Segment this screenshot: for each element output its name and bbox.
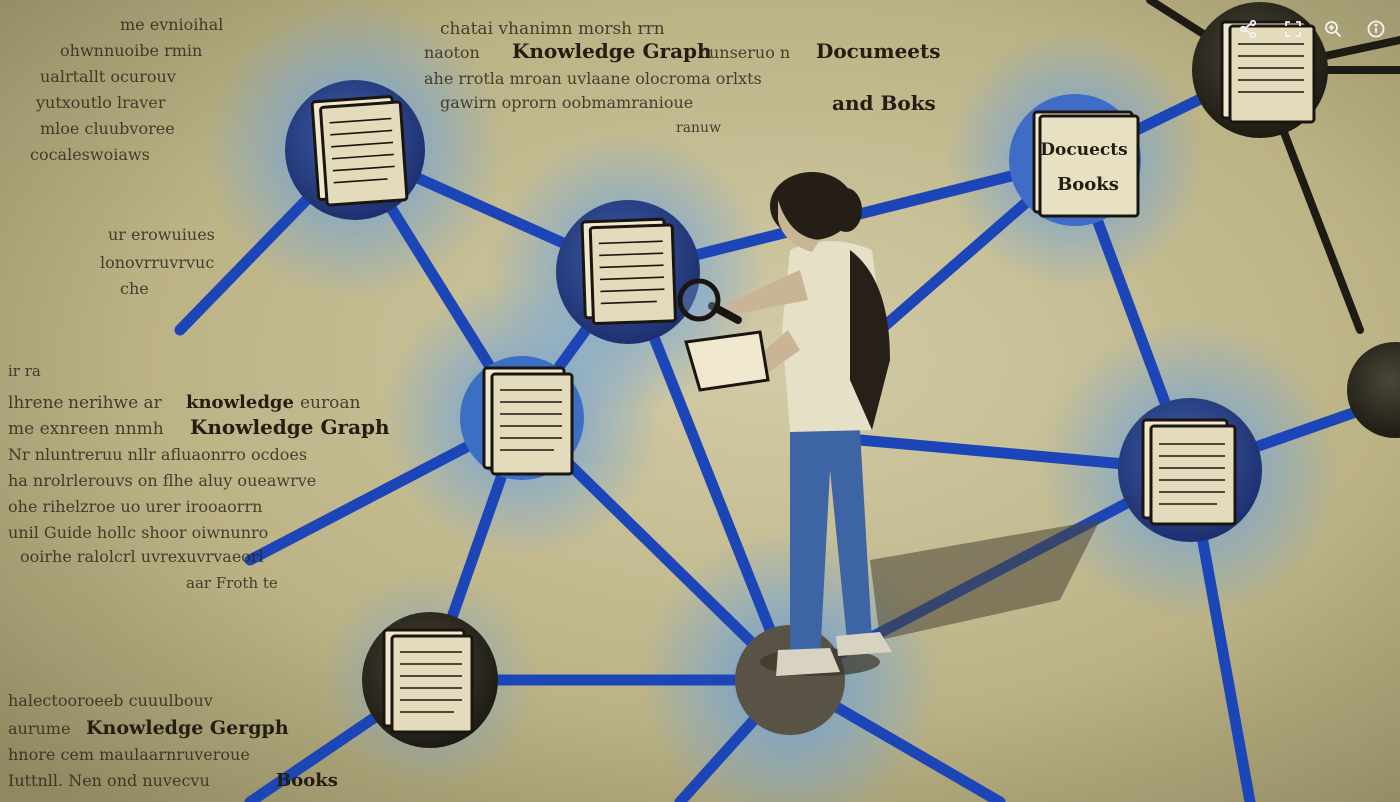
document-icons [310, 20, 1316, 734]
svg-text:Iuttnll. Nen ond nuvecvu: Iuttnll. Nen ond nuvecvu [8, 771, 210, 790]
svg-text:mloe cluubvoree: mloe cluubvoree [40, 119, 175, 138]
caption-top-left: me evnioihal ohwnnuoibe rmin ualrtallt o… [30, 15, 223, 298]
caption-top: chatai vhanimn morsh rrn naoton Knowledg… [424, 19, 941, 136]
info-icon [1367, 20, 1385, 38]
caption-bottom-left-heading: Knowledge Gergph [86, 717, 289, 739]
caption-mid-left-prefix: lhrene [8, 393, 64, 413]
svg-text:me exnreen nnmh: me exnreen nnmh [8, 419, 164, 439]
fullscreen-button[interactable] [1278, 14, 1308, 44]
svg-text:ualrtallt ocurouv: ualrtallt ocurouv [40, 67, 176, 86]
info-button[interactable] [1361, 14, 1391, 44]
svg-text:hnore cem maulaarnruveroue: hnore cem maulaarnruveroue [8, 745, 250, 764]
share-icon [1239, 19, 1257, 39]
svg-text:gawirn oprorn oobmamranioue: gawirn oprorn oobmamranioue [440, 93, 693, 112]
svg-text:yutxoutlo lraver: yutxoutlo lraver [35, 93, 166, 112]
svg-text:ohe rihelzroe uo urer irooaorr: ohe rihelzroe uo urer irooaorrn [8, 497, 262, 516]
caption-top-tail: and Boks [832, 91, 936, 115]
svg-text:halectooroeeb cuuulbouv: halectooroeeb cuuulbouv [8, 691, 213, 710]
svg-text:cocaleswoiaws: cocaleswoiaws [30, 145, 150, 164]
svg-text:lonovrruvrvuc: lonovrruvrvuc [100, 253, 214, 272]
caption-top-suffix: Documeets [816, 39, 941, 63]
svg-text:Nr nluntreruu nllr afluaonrro: Nr nluntreruu nllr afluaonrro ocdoes [8, 445, 307, 464]
svg-text:ir ra: ir ra [8, 362, 41, 380]
node-label-documents: Docuects [1040, 140, 1127, 160]
node-glows [205, 0, 1340, 802]
node-label-books: Books [1057, 174, 1119, 195]
caption-bottom-left-tail: Books [276, 770, 338, 791]
caption-mid-left: ir ra lhrene nerihwe ar knowledge euroan… [8, 362, 390, 592]
svg-text:euroan: euroan [300, 393, 361, 413]
svg-text:aurume: aurume [8, 719, 70, 738]
svg-text:unil Guide hollc shoor oiwnunr: unil Guide hollc shoor oiwnunro [8, 523, 268, 542]
svg-text:chatai vhanimn morsh rrn: chatai vhanimn morsh rrn [440, 19, 665, 39]
svg-text:ranuw: ranuw [676, 120, 721, 136]
zoom-in-button[interactable] [1318, 14, 1348, 44]
svg-text:ooirhe ralolcrl uvrexuvrvaeorl: ooirhe ralolcrl uvrexuvrvaeorl [20, 547, 264, 566]
svg-text:ahe rrotla mroan uvlaane olocr: ahe rrotla mroan uvlaane olocroma orlxts [424, 69, 762, 88]
svg-text:naoton: naoton [424, 43, 480, 62]
zoom-in-icon [1325, 21, 1342, 38]
svg-text:nerihwe ar: nerihwe ar [68, 393, 163, 413]
caption-bottom-left: halectooroeeb cuuulbouv aurume Knowledge… [8, 691, 338, 791]
svg-text:che: che [120, 279, 149, 298]
caption-mid-left-heading: Knowledge Graph [190, 415, 390, 439]
caption-top-heading: Knowledge Graph [512, 39, 712, 63]
svg-text:me evnioihal: me evnioihal [120, 15, 223, 34]
svg-text:ur erowuiues: ur erowuiues [108, 225, 215, 244]
svg-text:cunseruo n: cunseruo n [700, 43, 790, 62]
svg-text:ohwnnuoibe rmin: ohwnnuoibe rmin [60, 41, 202, 60]
svg-text:ha nrolrlerouvs on flhe aluy o: ha nrolrlerouvs on flhe aluy oueawrve [8, 471, 316, 490]
woman-figure [677, 172, 1100, 676]
fullscreen-icon [1285, 21, 1301, 37]
share-button[interactable] [1233, 14, 1263, 44]
svg-text:aar Froth te: aar Froth te [186, 574, 278, 592]
caption-mid-left-word: knowledge [186, 392, 294, 413]
